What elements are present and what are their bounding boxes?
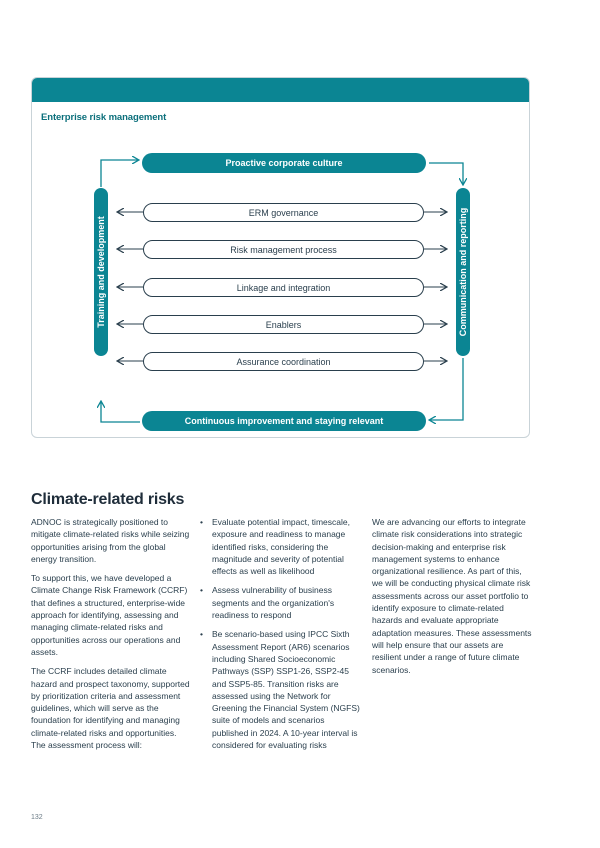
arrow-left-to-top: [100, 160, 138, 187]
page-number: 132: [31, 814, 43, 821]
paragraph: ADNOC is strategically positioned to mit…: [31, 517, 190, 564]
diagram-title: Enterprise risk management: [41, 112, 167, 123]
frame-header-band: [32, 78, 529, 102]
paragraph: The CCRF includes detailed climate hazar…: [31, 666, 190, 738]
bullet-glyph: •: [200, 517, 203, 527]
assurance-coordination-pill: Assurance coordination: [143, 352, 424, 371]
arrow-right-to-bottom: [430, 358, 464, 420]
arrow-top-to-right: [429, 162, 463, 184]
training-bar: [94, 188, 108, 356]
section-heading: Climate-related risks: [31, 491, 185, 508]
paragraph: We are advancing our efforts to integrat…: [372, 517, 532, 675]
list-item: •Be scenario-based using IPCC Sixth Asse…: [200, 629, 360, 751]
paragraph: The assessment process will:: [31, 740, 143, 751]
continuous-improvement-pill: Continuous improvement and staying relev…: [142, 411, 426, 431]
bullet-glyph: •: [200, 629, 203, 640]
bullet-glyph: •: [200, 585, 203, 596]
communication-bar: [456, 188, 470, 356]
arrow-bottom-to-left: [101, 402, 140, 423]
erm-governance-pill: ERM governance: [143, 203, 424, 222]
communication-label: Communication and reporting: [458, 207, 468, 337]
proactive-culture-pill: Proactive corporate culture: [142, 153, 426, 173]
column-1: ADNOC is strategically positioned to mit…: [31, 516, 191, 758]
list-item: •Evaluate potential impact, timescale, e…: [200, 517, 350, 577]
assessment-bullet-list: •Evaluate potential impact, timescale, e…: [200, 516, 360, 751]
risk-process-pill: Risk management process: [143, 240, 424, 259]
column-2: •Evaluate potential impact, timescale, e…: [200, 516, 360, 758]
erm-diagram-frame: [31, 77, 530, 438]
training-label: Training and development: [96, 216, 106, 328]
list-item: •Assess vulnerability of business segmen…: [200, 585, 335, 621]
linkage-integration-pill: Linkage and integration: [143, 278, 424, 297]
paragraph: To support this, we have developed a Cli…: [31, 573, 188, 657]
column-3: We are advancing our efforts to integrat…: [372, 516, 534, 683]
enablers-pill: Enablers: [143, 315, 424, 334]
